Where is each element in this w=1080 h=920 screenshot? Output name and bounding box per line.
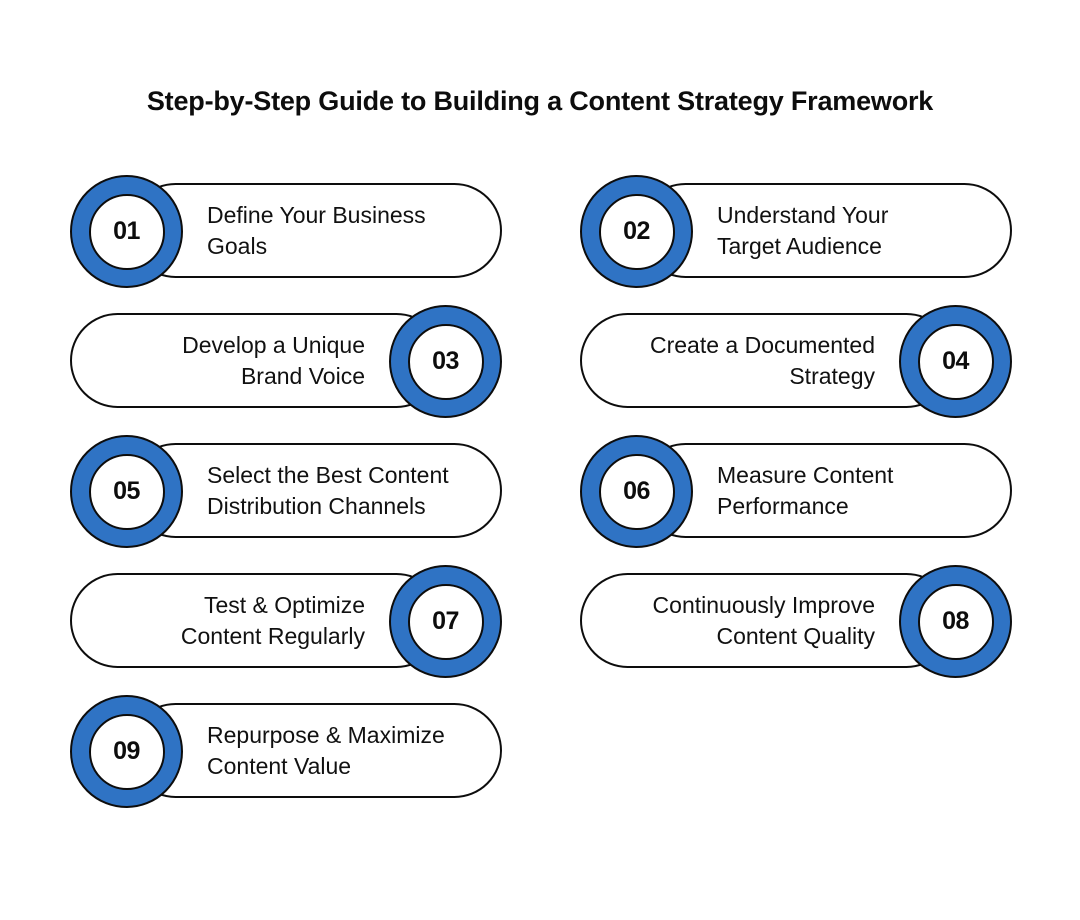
steps-grid: Define Your Business Goals 01 Understand Y… [0,170,1080,860]
step-number-badge: 07 [389,565,502,678]
step-number-badge: 03 [389,305,502,418]
step-number: 06 [623,477,650,505]
step-number-badge: 05 [70,435,183,548]
step-number: 05 [113,477,140,505]
step-pill: Define Your Business Goals [128,183,502,278]
step-card[interactable]: Continuously Improve Content Quality 08 [580,565,1012,678]
page-title: Step-by-Step Guide to Building a Content… [146,86,934,117]
step-number: 09 [113,737,140,765]
step-pill: Understand Your Target Audience [638,183,1012,278]
step-card[interactable]: Develop a Unique Brand Voice 03 [70,305,502,418]
step-number-badge-inner: 01 [88,193,165,270]
step-card[interactable]: Measure Content Performance 06 [580,435,1012,548]
step-number-badge-inner: 05 [88,453,165,530]
step-label: Test & Optimize Content Regularly [180,591,365,649]
step-pill: Develop a Unique Brand Voice [70,313,444,408]
step-number-badge-inner: 04 [917,323,994,400]
step-number-badge: 08 [899,565,1012,678]
step-label: Define Your Business Goals [207,201,426,259]
step-number: 08 [942,607,969,635]
step-number: 02 [623,217,650,245]
step-label: Create a Documented Strategy [649,331,875,389]
step-number-badge: 04 [899,305,1012,418]
step-label: Continuously Improve Content Quality [652,591,875,649]
step-number-badge: 09 [70,695,183,808]
step-number-badge-inner: 07 [407,583,484,660]
step-card[interactable]: Select the Best Content Distribution Cha… [70,435,502,548]
step-label: Develop a Unique Brand Voice [182,331,365,389]
step-card[interactable]: Create a Documented Strategy 04 [580,305,1012,418]
step-number-badge-inner: 08 [917,583,994,660]
step-number-badge: 01 [70,175,183,288]
step-number-badge: 06 [580,435,693,548]
step-number-badge-inner: 09 [88,713,165,790]
step-number-badge-inner: 06 [598,453,675,530]
step-label: Repurpose & Maximize Content Value [207,721,445,779]
step-number: 01 [113,217,140,245]
step-pill: Measure Content Performance [638,443,1012,538]
step-number-badge-inner: 02 [598,193,675,270]
step-number: 03 [432,347,459,375]
step-pill: Continuously Improve Content Quality [580,573,954,668]
step-number-badge: 02 [580,175,693,288]
step-pill: Create a Documented Strategy [580,313,954,408]
step-number: 04 [942,347,969,375]
step-card[interactable]: Repurpose & Maximize Content Value 09 [70,695,502,808]
step-pill: Test & Optimize Content Regularly [70,573,444,668]
step-card[interactable]: Understand Your Target Audience 02 [580,175,1012,288]
step-number-badge-inner: 03 [407,323,484,400]
step-label: Select the Best Content Distribution Cha… [207,461,449,519]
step-card[interactable]: Define Your Business Goals 01 [70,175,502,288]
step-pill: Repurpose & Maximize Content Value [128,703,502,798]
step-card[interactable]: Test & Optimize Content Regularly 07 [70,565,502,678]
step-pill: Select the Best Content Distribution Cha… [128,443,502,538]
step-label: Measure Content Performance [717,461,894,519]
step-number: 07 [432,607,459,635]
step-label: Understand Your Target Audience [717,201,889,259]
